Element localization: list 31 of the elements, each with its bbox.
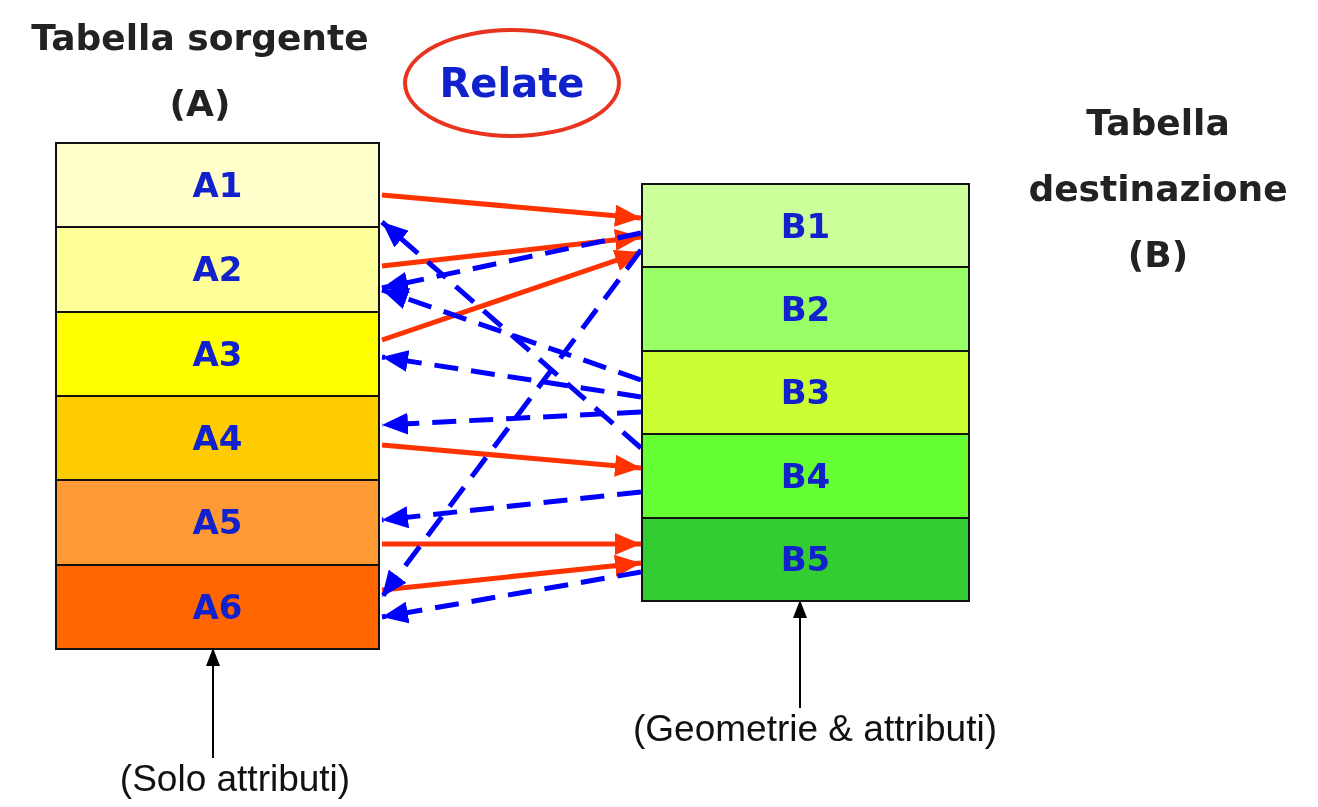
arrow xyxy=(380,220,643,450)
table-row: B4 xyxy=(641,433,970,519)
arrow xyxy=(380,248,643,599)
table-row: B5 xyxy=(641,516,970,602)
arrow xyxy=(382,533,641,555)
arrow xyxy=(381,230,642,294)
annotation-text: (Geometrie & attributi) xyxy=(560,708,1070,760)
table-row: A5 xyxy=(55,479,380,566)
arrow xyxy=(381,489,642,529)
arrow xyxy=(381,409,642,435)
arrow xyxy=(381,228,642,269)
annotation-text: (Solo attributi) xyxy=(60,758,410,804)
table-row: A2 xyxy=(55,226,380,313)
arrow xyxy=(793,599,807,709)
arrow xyxy=(206,647,220,759)
relate-ellipse: Relate xyxy=(403,28,621,138)
table-row: A6 xyxy=(55,563,380,650)
arrow xyxy=(381,569,642,624)
table-row: A4 xyxy=(55,395,380,482)
arrow xyxy=(381,192,642,227)
table-row: B2 xyxy=(641,266,970,352)
table-row: B3 xyxy=(641,349,970,436)
arrow xyxy=(381,442,642,477)
table-row: A3 xyxy=(55,310,380,397)
table-row: A1 xyxy=(55,142,380,229)
table-row: B1 xyxy=(641,183,970,269)
arrow xyxy=(381,350,642,400)
arrow xyxy=(381,287,642,383)
table-title: Tabella sorgente (A) xyxy=(30,16,370,126)
table-title: Tabella destinazione (B) xyxy=(1027,101,1289,277)
arrow xyxy=(381,554,642,593)
